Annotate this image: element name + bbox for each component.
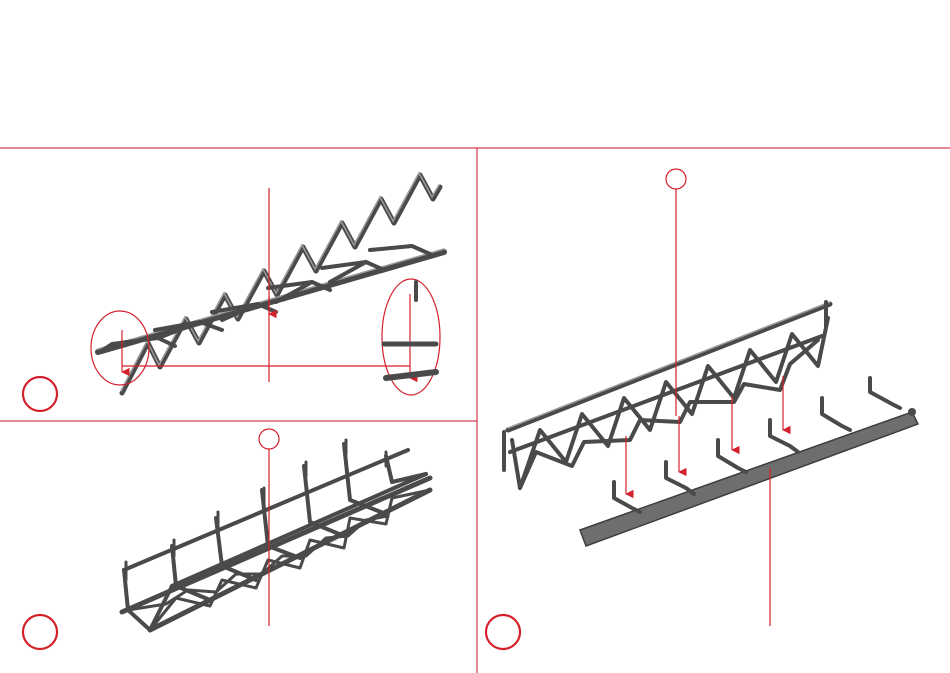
- base-beam-highlight: [98, 249, 444, 349]
- panel-dividers: [0, 148, 950, 673]
- detail-bar: [386, 372, 436, 378]
- step-number-circle: [23, 615, 57, 649]
- step-number-circle: [486, 615, 520, 649]
- panel-bottom-left: [23, 429, 430, 649]
- middle-chord: [510, 336, 822, 452]
- part-callout-circle: [666, 169, 686, 189]
- crossbar: [370, 246, 430, 254]
- panel-top-left: [23, 173, 444, 411]
- assembled-truss-bridge: [122, 440, 430, 630]
- post-with-hook: [870, 378, 900, 408]
- post-with-hook: [614, 482, 640, 512]
- pin-head: [908, 408, 916, 416]
- panel-right: [486, 169, 918, 649]
- part-callout-circle: [259, 429, 279, 449]
- base-beam: [98, 252, 444, 352]
- zigzag-side-truss-highlight: [121, 173, 439, 391]
- post-with-hook: [822, 398, 850, 430]
- step-number-circle: [23, 377, 57, 411]
- base-plate: [580, 412, 918, 546]
- post-with-hook: [770, 420, 798, 452]
- triangle-frame: [344, 444, 386, 514]
- post-with-hook: [666, 462, 694, 494]
